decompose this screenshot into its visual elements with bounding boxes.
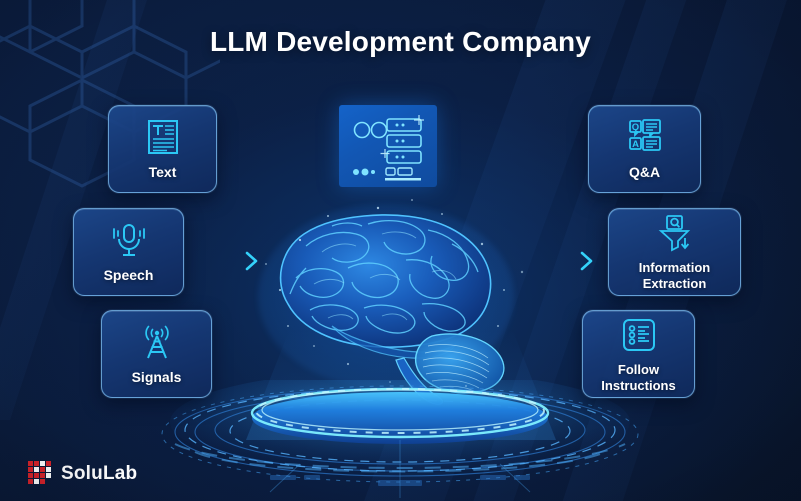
svg-text:A: A bbox=[632, 139, 639, 150]
antenna-tower-icon bbox=[144, 325, 169, 359]
card-label-line1: Follow bbox=[617, 362, 660, 378]
output-card-qa[interactable]: Q A Q&A bbox=[588, 105, 701, 193]
card-label: Follow Instructions bbox=[601, 362, 675, 393]
checklist-icon bbox=[622, 319, 655, 352]
input-card-text[interactable]: Text bbox=[108, 105, 217, 193]
holographic-platform-icon bbox=[161, 380, 639, 498]
brand-name: SoluLab bbox=[61, 462, 138, 484]
solulab-logo-mark-icon bbox=[28, 461, 51, 484]
card-label: Q&A bbox=[628, 164, 661, 181]
card-label-line2: Instructions bbox=[601, 377, 676, 393]
input-card-signals[interactable]: Signals bbox=[101, 310, 212, 398]
card-label-line1: Information bbox=[638, 260, 711, 276]
page-title: LLM Development Company bbox=[209, 26, 592, 57]
funnel-extract-icon bbox=[658, 215, 690, 252]
card-label: Signals bbox=[131, 369, 182, 386]
output-card-follow-instructions[interactable]: Follow Instructions bbox=[582, 310, 695, 398]
brand-logo[interactable]: SoluLab bbox=[28, 461, 137, 486]
microphone-icon bbox=[112, 224, 145, 257]
flow-arrow-right-icon bbox=[539, 251, 593, 271]
svg-text:Q: Q bbox=[631, 122, 638, 133]
card-label: Speech bbox=[103, 267, 154, 284]
card-label-line2: Extraction bbox=[642, 275, 707, 291]
input-card-speech[interactable]: Speech bbox=[73, 208, 184, 296]
text-document-icon bbox=[147, 120, 178, 155]
server-stack-icon bbox=[353, 115, 424, 181]
card-label: Information Extraction bbox=[639, 260, 711, 291]
card-label: Text bbox=[148, 164, 177, 181]
flow-arrow-left-icon bbox=[204, 251, 258, 271]
question-answer-icon: Q A bbox=[628, 119, 661, 152]
server-panel bbox=[339, 105, 437, 187]
output-card-information-extraction[interactable]: Information Extraction bbox=[608, 208, 741, 296]
